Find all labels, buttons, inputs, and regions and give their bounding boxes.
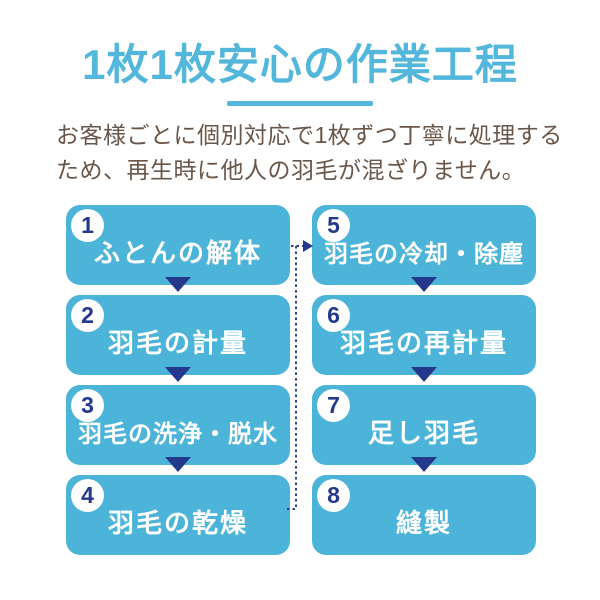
step-number-badge: 3 [71, 389, 104, 422]
step-label: 羽毛の乾燥 [107, 507, 248, 538]
arrow-down-icon [165, 277, 191, 292]
step-number-badge: 2 [71, 299, 104, 332]
step-label: 縫製 [395, 507, 452, 538]
step-number-badge: 1 [71, 209, 104, 242]
step-number-badge: 8 [317, 479, 350, 512]
step-box-2: 2 羽毛の計量 [66, 295, 290, 375]
step-box-5: 5 羽毛の冷却・除塵 [312, 205, 536, 285]
arrow-down-icon [411, 457, 437, 472]
step-label: ふとんの解体 [93, 237, 262, 268]
step-number-badge: 7 [317, 389, 350, 422]
arrow-down-icon [411, 277, 437, 292]
description: お客様ごとに個別対応で1枚ずつ丁寧に処理する ため、再生時に他人の羽毛が混ざりま… [56, 118, 563, 188]
arrow-down-icon [165, 367, 191, 382]
arrow-right-icon [303, 240, 313, 252]
step-label: 羽毛の再計量 [339, 327, 508, 358]
page-title: 1枚1枚安心の作業工程 [82, 41, 518, 88]
step-box-7: 7 足し羽毛 [312, 385, 536, 465]
step-box-1: 1 ふとんの解体 [66, 205, 290, 285]
step-box-4: 4 羽毛の乾燥 [66, 475, 290, 555]
dotted-connector-path [287, 246, 297, 510]
step-box-3: 3 羽毛の洗浄・脱水 [66, 385, 290, 465]
description-line-1: お客様ごとに個別対応で1枚ずつ丁寧に処理する [56, 122, 563, 148]
step-label: 羽毛の計量 [107, 327, 248, 358]
arrow-down-icon [411, 367, 437, 382]
step-label: 足し羽毛 [367, 417, 480, 448]
description-line-2: ため、再生時に他人の羽毛が混ざりません。 [56, 157, 526, 183]
step-number-badge: 6 [317, 299, 350, 332]
step-label: 羽毛の洗浄・脱水 [78, 420, 278, 448]
title-underline [227, 101, 373, 106]
step-number-badge: 4 [71, 479, 104, 512]
step-number-badge: 5 [317, 209, 350, 242]
step-box-8: 8 縫製 [312, 475, 536, 555]
step-box-6: 6 羽毛の再計量 [312, 295, 536, 375]
step-label: 羽毛の冷却・除塵 [324, 240, 524, 268]
arrow-down-icon [165, 457, 191, 472]
